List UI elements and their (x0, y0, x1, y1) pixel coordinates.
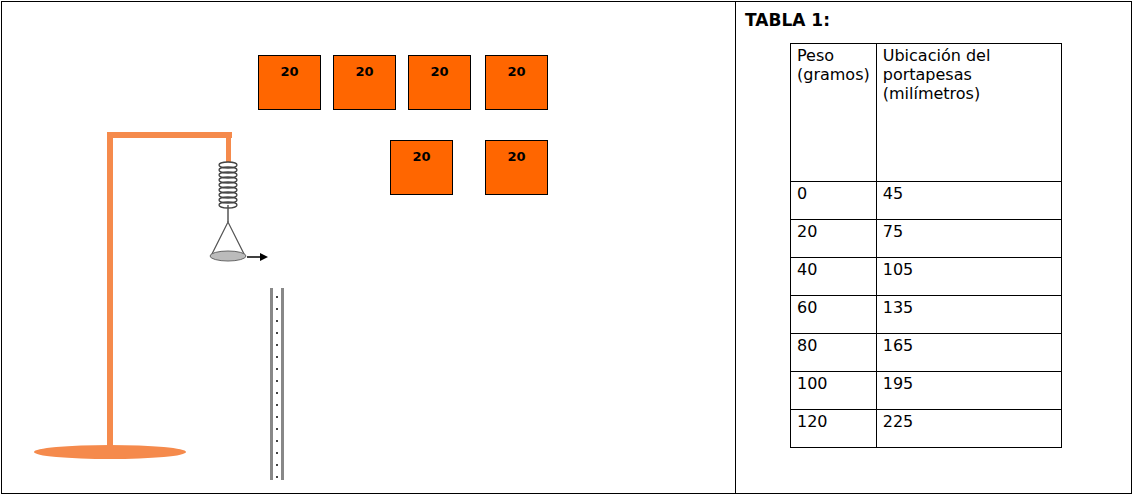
table-cell: 60 (791, 296, 877, 334)
ruler-tick (276, 392, 278, 394)
panel-divider (735, 1, 736, 494)
table-cell: 165 (876, 334, 1061, 372)
spring (219, 162, 237, 208)
stand-hanger (226, 132, 231, 162)
pointer-arrow (247, 256, 262, 258)
table-cell: 195 (876, 372, 1061, 410)
table-cell: 45 (876, 182, 1061, 220)
table-row: 2075 (791, 220, 1062, 258)
ruler-tick (276, 464, 278, 466)
table-row: 045 (791, 182, 1062, 220)
ruler-tick (276, 416, 278, 418)
weight-label: 20 (391, 141, 452, 164)
ruler-tick (276, 344, 278, 346)
spring-hook (227, 205, 229, 222)
table-title: TABLA 1: (745, 10, 830, 30)
ruler-bar (270, 288, 273, 480)
table-cell: 225 (876, 410, 1061, 448)
ruler-tick (276, 332, 278, 334)
ruler-tick (276, 440, 278, 442)
table-cell: 40 (791, 258, 877, 296)
table-row: 60135 (791, 296, 1062, 334)
table-cell: 100 (791, 372, 877, 410)
table-row: 120225 (791, 410, 1062, 448)
weight-label: 20 (486, 141, 547, 164)
weight-label: 20 (409, 56, 470, 79)
table-row: Peso (gramos)Ubicación del portapesas (m… (791, 44, 1062, 182)
table-header: Ubicación del portapesas (milímetros) (876, 44, 1061, 182)
weight-block: 20 (333, 55, 396, 110)
table-cell: 105 (876, 258, 1061, 296)
weight-block: 20 (390, 140, 453, 195)
ruler-tick (276, 320, 278, 322)
table-cell: 135 (876, 296, 1061, 334)
table-cell: 75 (876, 220, 1061, 258)
ruler-tick (276, 476, 278, 478)
ruler-tick (276, 428, 278, 430)
ruler-tick (276, 404, 278, 406)
ruler-bar (281, 288, 284, 480)
table-cell: 0 (791, 182, 877, 220)
weight-pan (210, 251, 246, 261)
weight-block: 20 (258, 55, 321, 110)
ruler-tick (276, 380, 278, 382)
stand-arm (107, 132, 232, 138)
data-table: Peso (gramos)Ubicación del portapesas (m… (790, 43, 1062, 448)
weight-block: 20 (485, 55, 548, 110)
pointer-arrowhead (260, 253, 268, 261)
table-cell: 120 (791, 410, 877, 448)
ruler-tick (276, 368, 278, 370)
weight-label: 20 (486, 56, 547, 79)
ruler-ticks (276, 296, 278, 478)
stand-pole (107, 132, 113, 450)
ruler-tick (276, 296, 278, 298)
ruler-tick (276, 356, 278, 358)
pan-strings (212, 222, 244, 254)
table-cell: 20 (791, 220, 877, 258)
weight-block: 20 (485, 140, 548, 195)
weight-block: 20 (408, 55, 471, 110)
table-row: 40105 (791, 258, 1062, 296)
ruler-tick (276, 308, 278, 310)
table-row: 80165 (791, 334, 1062, 372)
table-cell: 80 (791, 334, 877, 372)
weight-label: 20 (259, 56, 320, 79)
ruler-tick (276, 452, 278, 454)
weight-label: 20 (334, 56, 395, 79)
table-header: Peso (gramos) (791, 44, 877, 182)
table-row: 100195 (791, 372, 1062, 410)
